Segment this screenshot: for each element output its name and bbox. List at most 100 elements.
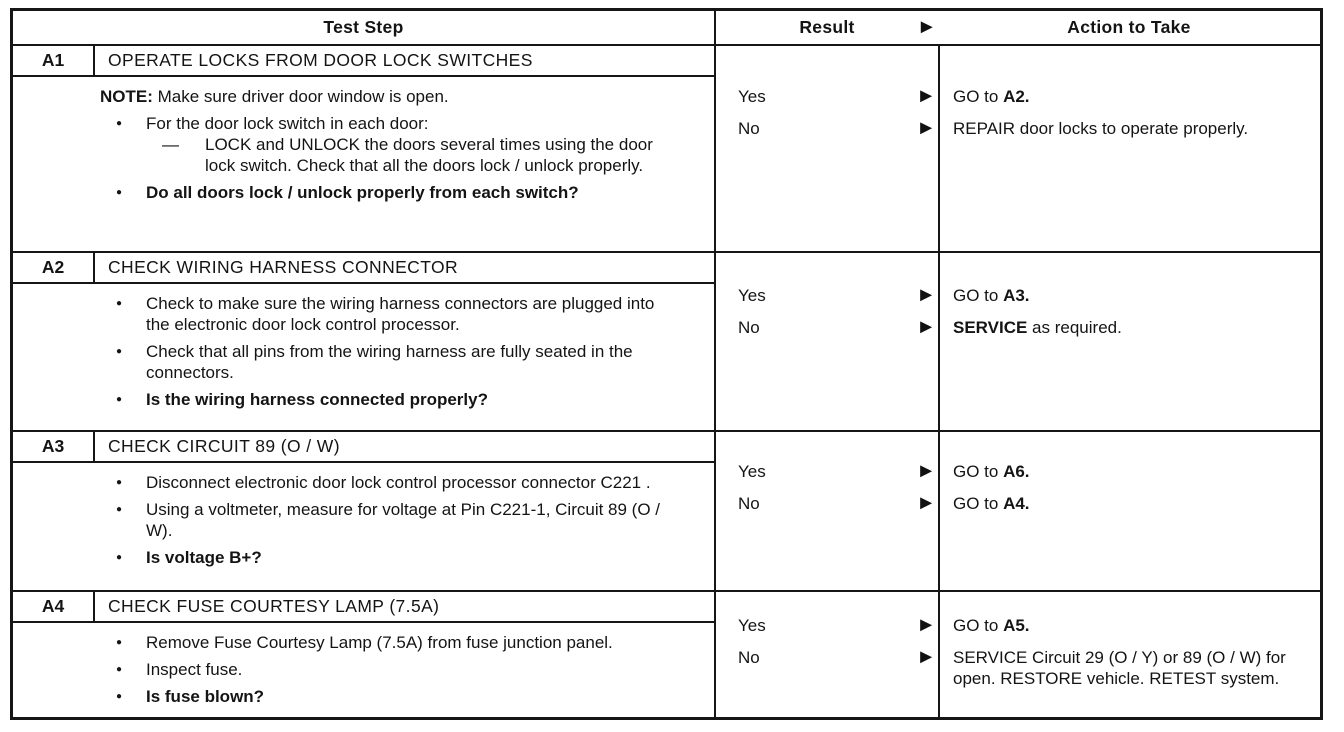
action-cell: GO to A2.: [938, 86, 1320, 107]
result-cell: Yes ►: [716, 86, 938, 107]
result-cell: No ►: [716, 647, 938, 689]
result-label: No: [738, 119, 760, 138]
result-action-area: Yes►GO to A2.No►REPAIR door locks to ope…: [716, 46, 1320, 251]
bullet-text: Check that all pins from the wiring harn…: [146, 342, 633, 382]
result-cell: Yes►: [716, 285, 938, 306]
step-body: ● Remove Fuse Courtesy Lamp (7.5A) from f…: [13, 623, 714, 713]
action-cell: GO to A4.: [938, 493, 1320, 514]
action-cell: REPAIR door locks to operate properly.: [938, 118, 1320, 139]
result-label: Yes: [738, 616, 766, 635]
step-id: A3: [13, 432, 95, 461]
action-cell: GO to A6.: [938, 461, 1320, 482]
step-title-row: A2 CHECK WIRING HARNESS CONNECTOR: [13, 253, 714, 284]
result-arrow-icon: ►: [916, 614, 936, 636]
dash-icon: —: [162, 135, 179, 154]
action-text: GO to: [953, 286, 1004, 305]
bullet-text: Disconnect electronic door lock control …: [146, 473, 651, 492]
step-title-row: A4 CHECK FUSE COURTESY LAMP (7.5A): [13, 592, 714, 623]
result-arrow-icon: ►: [916, 492, 936, 514]
test-step-cell: A4 CHECK FUSE COURTESY LAMP (7.5A) ● Remove…: [13, 592, 716, 717]
step-block: A4 CHECK FUSE COURTESY LAMP (7.5A) ● Remove…: [13, 590, 1320, 717]
sub-item: — LOCK and UNLOCK the doors several times…: [100, 134, 706, 176]
bullet-text: Using a voltmeter, measure for voltage a…: [146, 500, 661, 540]
result-action-area: Yes►GO to A5.No►SERVICE Circuit 29 (O / …: [716, 592, 1320, 717]
action-text: A5.: [1003, 616, 1030, 635]
step-body: ● Disconnect electronic door lock control…: [13, 463, 714, 574]
result-label: No: [738, 318, 760, 337]
sub-item-text: LOCK and UNLOCK the doors several times …: [205, 135, 653, 175]
bullet-text: Inspect fuse.: [146, 660, 243, 679]
bullet-text: For the door lock switch in each door:: [146, 114, 429, 133]
bullet-item: ●Is fuse blown?: [100, 686, 706, 707]
bullet-item: ● Check that all pins from the wiring har…: [100, 341, 706, 383]
action-text: REPAIR door locks to operate properly.: [953, 119, 1249, 138]
step-title: CHECK FUSE COURTESY LAMP (7.5A): [108, 596, 440, 616]
header-result: Result ►: [716, 11, 938, 44]
action-text: A2.: [1003, 87, 1030, 106]
action-cell: GO to A3.: [938, 285, 1320, 306]
bullet-icon: ●: [116, 552, 123, 563]
result-label: No: [738, 648, 760, 667]
step-body: NOTE: Make sure driver door window is op…: [13, 77, 714, 209]
bullet-text: Remove Fuse Courtesy Lamp (7.5A) from fu…: [146, 633, 613, 652]
step-body: ●Check to make sure the wiring harness c…: [13, 284, 714, 416]
result-arrow-icon: ►: [916, 85, 936, 107]
action-text: GO to: [953, 494, 1004, 513]
result-arrow-icon: ►: [916, 316, 936, 338]
right-arrow-icon: ►: [916, 15, 937, 38]
bullet-item: ● Is voltage B+?: [100, 547, 706, 568]
action-text: GO to: [953, 87, 1004, 106]
result-label: Yes: [738, 462, 766, 481]
result-arrow-icon: ►: [916, 646, 936, 668]
bullet-item: ● For the door lock switch in each door:: [100, 113, 706, 134]
bullet-icon: ●: [116, 664, 123, 675]
action-text: A6.: [1003, 462, 1030, 481]
bullet-item: ●Check to make sure the wiring harness c…: [100, 293, 706, 335]
action-text: as required.: [1027, 318, 1122, 337]
result-label: Yes: [738, 286, 766, 305]
bullet-icon: ●: [116, 298, 123, 309]
step-title-row: A1 OPERATE LOCKS FROM DOOR LOCK SWITCHES: [13, 46, 714, 77]
header-result-label: Result: [799, 17, 855, 37]
bullet-item: ●Do all doors lock / unlock properly fro…: [100, 182, 706, 203]
step-block: A1 OPERATE LOCKS FROM DOOR LOCK SWITCHES N…: [13, 46, 1320, 251]
bullet-icon: ●: [116, 504, 123, 515]
bullet-icon: ●: [116, 118, 123, 129]
step-id: A2: [13, 253, 95, 282]
pinpoint-test-table: Test Step Result ► Action to Take A1 OPER…: [10, 8, 1323, 720]
result-cell: Yes ►: [716, 461, 938, 482]
bullet-text: Is fuse blown?: [146, 687, 265, 706]
result-arrow-icon: ►: [916, 460, 936, 482]
step-title: CHECK WIRING HARNESS CONNECTOR: [108, 257, 459, 277]
action-text: SERVICE Circuit 29 (O / Y) or 89 (O / W)…: [953, 648, 1286, 688]
step-id: A4: [13, 592, 95, 621]
result-cell: No ►: [716, 317, 938, 338]
bullet-item: ● Remove Fuse Courtesy Lamp (7.5A) from f…: [100, 632, 706, 653]
bullet-icon: ●: [116, 346, 123, 357]
bullet-icon: ●: [116, 637, 123, 648]
result-cell: No►: [716, 118, 938, 139]
note-prefix-label: NOTE:: [100, 87, 153, 106]
note-text: Make sure driver door window is open.: [152, 87, 449, 106]
action-text: GO to: [953, 462, 1004, 481]
result-cell: Yes ►: [716, 615, 938, 636]
bullet-item: ●Is the wiring harness connected properl…: [100, 389, 706, 410]
action-text: SERVICE: [953, 318, 1028, 337]
result-label: Yes: [738, 87, 766, 106]
result-label: No: [738, 494, 760, 513]
table-header-row: Test Step Result ► Action to Take: [13, 11, 1320, 46]
bullet-icon: ●: [116, 477, 123, 488]
bullet-text: Do all doors lock / unlock properly from…: [146, 183, 579, 202]
header-test-step: Test Step: [13, 11, 716, 44]
bullet-text: Is voltage B+?: [146, 548, 262, 567]
bullet-item: ● Inspect fuse.: [100, 659, 706, 680]
step-title: OPERATE LOCKS FROM DOOR LOCK SWITCHES: [108, 50, 533, 70]
step-id: A1: [13, 46, 95, 75]
bullet-text: Is the wiring harness connected properly…: [146, 390, 488, 409]
